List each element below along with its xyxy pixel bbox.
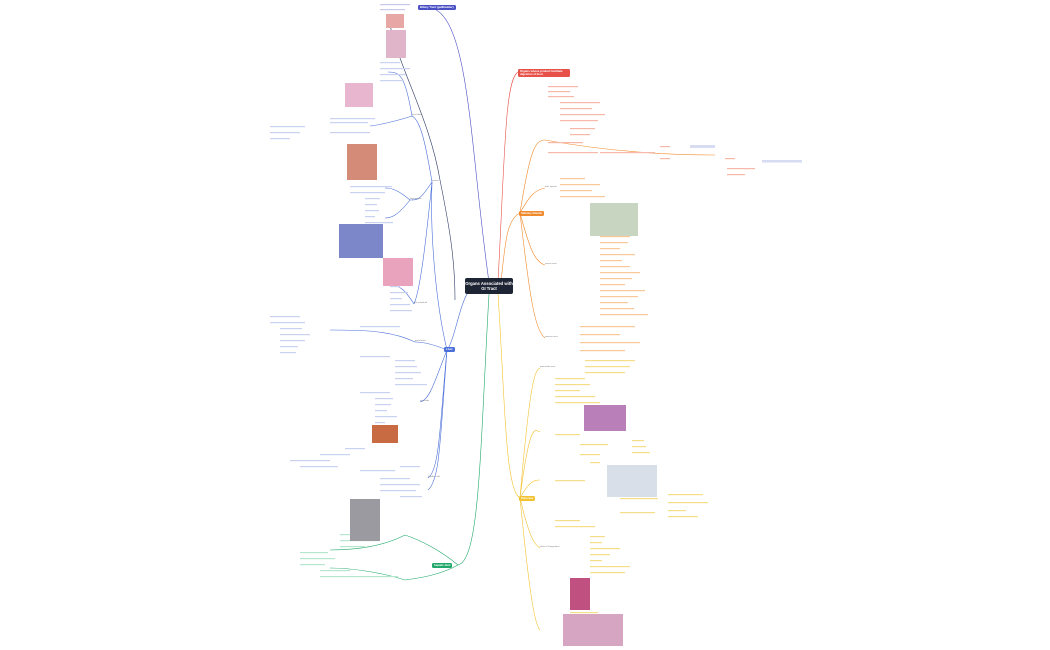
central-topic[interactable]: Organs Associated with GI Tract — [465, 278, 513, 294]
link-biliary — [431, 7, 490, 283]
pancreas-micrograph — [584, 405, 626, 431]
branch-biliary[interactable]: Biliary Tract (gallbladder) — [418, 4, 456, 10]
branch-hepatic[interactable]: hepatic duct — [432, 562, 453, 568]
branch-other-organs[interactable]: Organs whose product facilitate digestio… — [518, 69, 570, 78]
label-mucous: mucous acini — [545, 336, 558, 338]
label-acini: pancreatic acini — [540, 366, 556, 368]
liver-anatomy — [372, 425, 398, 443]
pancreas-stain — [570, 578, 590, 610]
label-islets: islets of Langerhans — [540, 546, 560, 548]
biliary-histology — [386, 30, 406, 58]
link-other — [497, 71, 519, 283]
branch-salivary[interactable]: Salivary Glands — [519, 210, 544, 216]
acinus-diagram — [607, 465, 657, 497]
branch-pancreas[interactable]: Pancreas — [519, 495, 536, 501]
pancreas-illustration — [386, 14, 404, 28]
label-bile: bile canaliculi — [414, 302, 428, 304]
lobule-diagram — [347, 144, 377, 180]
link-pancreas — [497, 293, 521, 499]
label-portal: portal triad — [415, 340, 426, 342]
branch-liver[interactable]: Liver — [444, 346, 455, 352]
label-lobule: liver lobule — [412, 114, 423, 116]
label-stroma: stroma — [432, 180, 439, 182]
liver-stain — [383, 258, 413, 286]
pancreas-section — [563, 614, 623, 646]
label-kupffer: Kupffer cells — [428, 476, 440, 478]
link-liver — [446, 289, 471, 351]
label-serous: serous acini — [545, 263, 557, 265]
salivary-diagram — [590, 203, 638, 236]
hepatic-micrograph — [350, 499, 380, 541]
label-ducts: duct system — [545, 186, 557, 188]
hepatocyte-micrograph — [339, 224, 383, 258]
liver-lobule-image — [345, 83, 373, 107]
label-sinusoids: sinusoids — [420, 400, 430, 402]
label-hepatocytes: hepatocytes — [410, 198, 422, 200]
link-hepatic — [457, 293, 490, 566]
